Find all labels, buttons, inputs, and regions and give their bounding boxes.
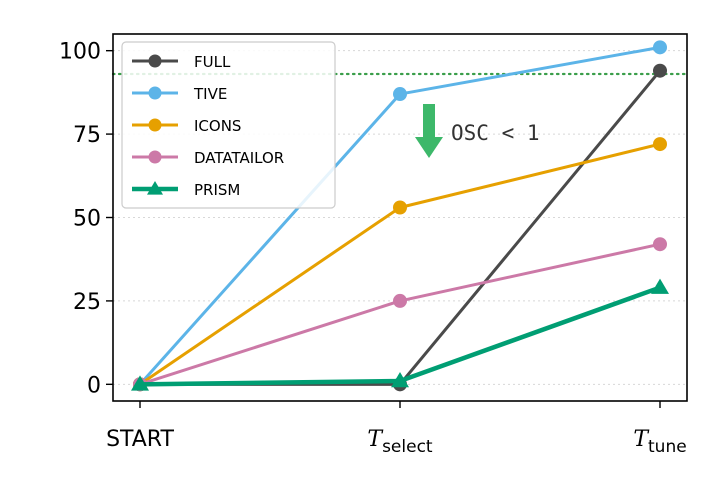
annotation-text: OSC < 1 [451,121,540,145]
x-tick-label: Ttune [633,427,686,457]
legend-marker [147,181,163,195]
data-point [653,237,667,252]
legend-label: DATATAILOR [194,149,284,167]
y-tick-label: 0 [87,373,101,398]
data-point [653,63,667,78]
data-point [653,137,667,152]
legend-label: TIVE [193,85,227,103]
legend-entry: PRISM [132,181,240,199]
data-point [131,375,149,391]
x-tick-label: Tselect [367,427,433,457]
data-point [653,40,667,55]
down-arrow-icon [415,104,443,158]
data-point [393,87,407,102]
series-prism [131,278,669,391]
legend-box [121,41,336,209]
data-point [393,200,407,215]
legend-label: FULL [194,53,231,71]
y-tick-label: 25 [73,290,101,315]
series-group [131,40,669,392]
legend-entry: ICONS [132,117,241,135]
legend-entry: FULL [132,53,231,71]
data-point [651,278,669,294]
y-tick-label: 100 [59,40,101,65]
x-axis: START Tselect Ttune [106,401,687,457]
y-tick-label: 50 [73,207,101,232]
legend-marker [148,86,162,100]
legend-entry: DATATAILOR [132,149,284,167]
legend: FULL TIVE ICONS DATATAILOR PRISM [121,41,336,209]
legend-entry: TIVE [132,85,227,103]
annotation: OSC < 1 [415,104,540,158]
legend-marker [148,54,162,68]
legend-marker [148,150,162,164]
legend-marker [148,118,162,132]
legend-label: ICONS [194,117,241,135]
y-tick-label: 75 [73,123,101,148]
legend-label: PRISM [194,181,240,199]
y-axis: 0 25 50 75 100 [59,40,113,398]
data-point [393,293,407,308]
x-tick-label: START [106,427,174,452]
data-point [391,371,409,388]
